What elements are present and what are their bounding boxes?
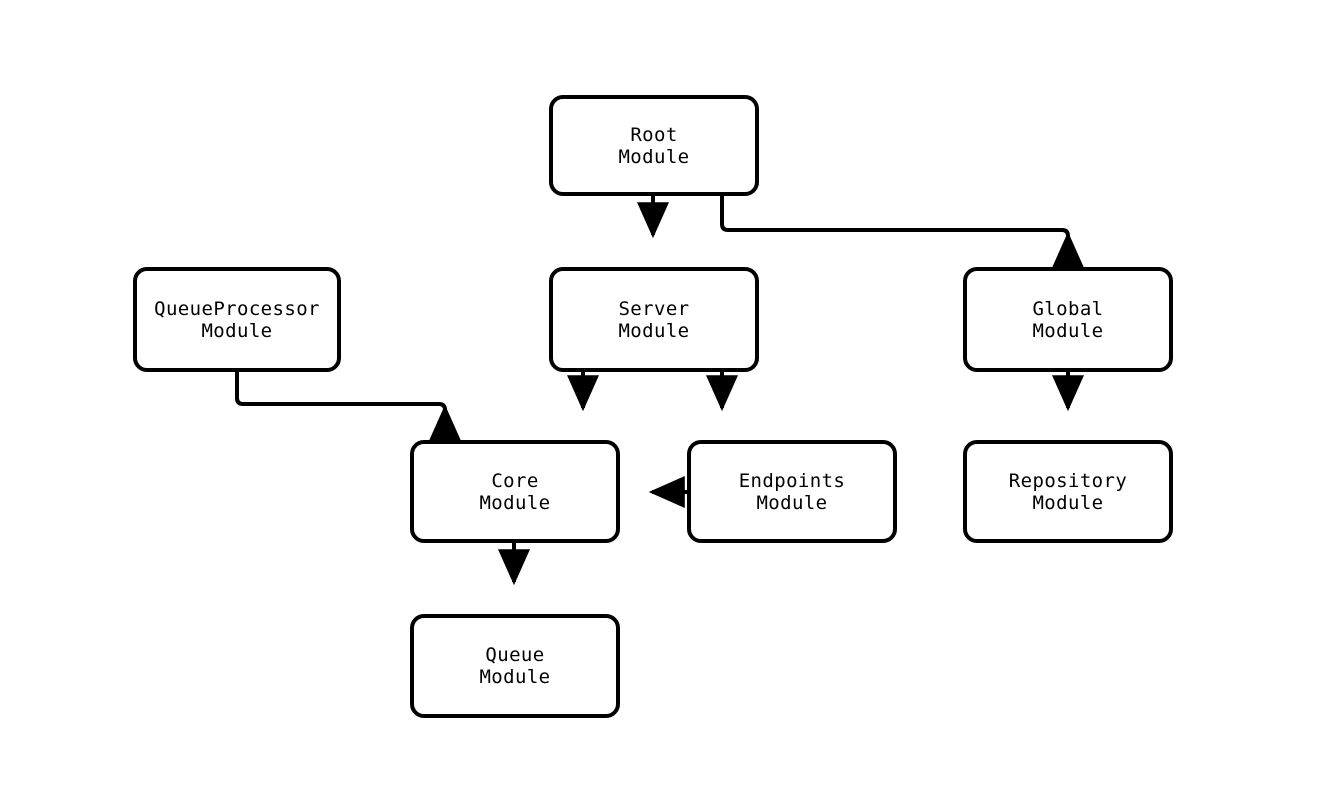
endpoints-module-node[interactable]: Endpoints Module bbox=[687, 440, 897, 543]
repository-module-label-line2: Module bbox=[1032, 491, 1104, 514]
core-module-label-line2: Module bbox=[479, 491, 551, 514]
root-module-label-line2: Module bbox=[618, 145, 690, 168]
repository-module-label-line1: Repository bbox=[1008, 469, 1128, 492]
queue-module-label-line2: Module bbox=[479, 666, 551, 688]
edge-queueprocessor-to-core bbox=[235, 372, 461, 441]
root-module-label-line1: Root bbox=[630, 123, 678, 146]
queueprocessor-module-label-line1: QueueProcessor bbox=[154, 297, 320, 320]
server-module-label-line2: Module bbox=[618, 319, 690, 342]
queue-module-node[interactable]: Queue Module bbox=[410, 614, 620, 718]
global-module-label-line2: Module bbox=[1032, 319, 1104, 342]
core-module-node[interactable]: Core Module bbox=[410, 440, 620, 543]
queueprocessor-module-label-line2: Module bbox=[201, 319, 273, 342]
queueprocessor-module-node[interactable]: QueueProcessor Module bbox=[133, 267, 341, 372]
server-module-label-line1: Server bbox=[618, 297, 690, 320]
queue-module-label-line1: Queue bbox=[485, 644, 545, 666]
edge-root-to-global bbox=[720, 196, 1084, 268]
repository-module-node[interactable]: Repository Module bbox=[963, 440, 1173, 543]
server-module-node[interactable]: Server Module bbox=[549, 267, 759, 372]
global-module-node[interactable]: Global Module bbox=[963, 267, 1173, 372]
root-module-node[interactable]: Root Module bbox=[549, 95, 759, 196]
endpoints-module-label-line1: Endpoints bbox=[738, 469, 846, 492]
core-module-label-line1: Core bbox=[491, 469, 539, 492]
global-module-label-line1: Global bbox=[1032, 297, 1104, 320]
endpoints-module-label-line2: Module bbox=[756, 491, 828, 514]
